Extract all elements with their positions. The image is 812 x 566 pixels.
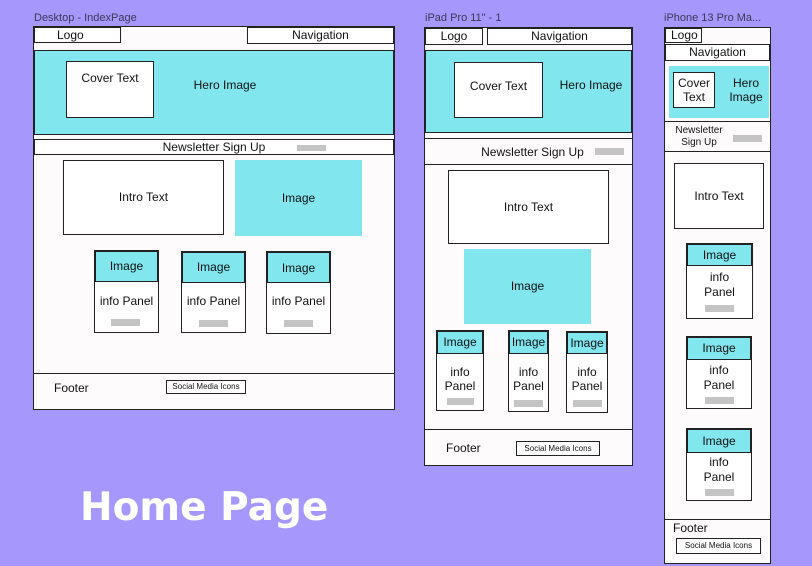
iphone-cover-text-line2: Text — [682, 90, 705, 104]
iphone-newsletter-bottom-border — [665, 151, 770, 152]
desktop-navigation[interactable]: Navigation — [247, 27, 394, 44]
desktop-card-image: Image — [95, 251, 158, 282]
iphone-newsletter-line2: Sign Up — [681, 137, 717, 148]
ipad-card-button[interactable] — [447, 398, 474, 405]
ipad-card-image: Image — [437, 331, 483, 354]
iphone-newsletter-line1: Newsletter — [675, 125, 723, 136]
ipad-logo[interactable]: Logo — [425, 28, 483, 45]
desktop-cover-text: Cover Text — [66, 61, 154, 118]
ipad-newsletter: Newsletter Sign Up — [481, 144, 584, 159]
ipad-card-panel-line1: info — [450, 364, 470, 379]
ipad-footer: Footer — [446, 440, 481, 455]
iphone-card-panel-line1: info — [709, 269, 730, 284]
iphone-hero-image-line1: Hero — [732, 75, 759, 90]
desktop-newsletter-label: Newsletter Sign Up — [162, 139, 266, 154]
ipad-footer-divider — [425, 429, 632, 430]
ipad-card-image: Image — [567, 332, 607, 354]
ipad-hero-image-label: Hero Image — [559, 77, 623, 92]
ipad-newsletter-bottom-border — [425, 164, 632, 165]
iphone-cover-text: Cover Text — [673, 72, 715, 108]
iphone-logo[interactable]: Logo — [665, 28, 702, 43]
desktop-newsletter: Newsletter Sign Up — [34, 139, 394, 155]
iphone-newsletter: Newsletter Sign Up — [670, 125, 728, 149]
iphone-navigation[interactable]: Navigation — [665, 44, 770, 61]
iphone-card-image: Image — [687, 429, 751, 453]
ipad-frame-label[interactable]: iPad Pro 11" - 1 — [425, 12, 502, 24]
desktop-card-panel: info Panel — [99, 293, 154, 308]
iphone-intro-text: Intro Text — [674, 163, 764, 229]
desktop-image: Image — [235, 160, 362, 236]
ipad-card-button[interactable] — [514, 400, 543, 407]
iphone-card-panel-line2: Panel — [704, 284, 735, 299]
iphone-newsletter-top-border — [665, 121, 770, 122]
iphone-footer-divider — [665, 519, 770, 520]
iphone-hero-image-line2: Image — [729, 90, 763, 104]
ipad-card-panel-line2: Panel — [571, 378, 603, 393]
iphone-newsletter-button[interactable] — [733, 135, 762, 142]
iphone-footer: Footer — [673, 521, 708, 536]
page-title: Home Page — [80, 485, 329, 530]
ipad-newsletter-top-border — [425, 138, 632, 139]
desktop-logo[interactable]: Logo — [34, 27, 121, 43]
iphone-cover-text-line1: Cover — [677, 75, 710, 90]
desktop-card-button[interactable] — [111, 319, 140, 326]
iphone-card-panel-line2: Panel — [703, 377, 735, 392]
desktop-card-button[interactable] — [284, 320, 313, 327]
desktop-card-panel: info Panel — [186, 293, 241, 308]
ipad-navigation[interactable]: Navigation — [487, 28, 632, 45]
ipad-card-button[interactable] — [573, 400, 602, 407]
ipad-card-panel-line1: info — [577, 364, 597, 379]
ipad-social-media-icons[interactable]: Social Media Icons — [516, 441, 600, 456]
iphone-hero-image-label: Hero Image — [724, 75, 768, 105]
desktop-card-image: Image — [182, 252, 245, 283]
desktop-frame-label[interactable]: Desktop - IndexPage — [34, 12, 137, 24]
desktop-intro-text: Intro Text — [63, 160, 224, 235]
iphone-card-panel-line1: info — [709, 362, 729, 377]
iphone-card-button[interactable] — [705, 305, 734, 312]
iphone-card-panel-line2: Panel — [703, 469, 735, 484]
desktop-card-panel: info Panel — [271, 293, 326, 308]
ipad-card-panel-line1: info — [518, 364, 539, 379]
desktop-card-button[interactable] — [199, 320, 228, 327]
ipad-card-panel-line2: Panel — [513, 378, 544, 393]
desktop-card-image: Image — [267, 252, 330, 283]
iphone-card-image: Image — [687, 337, 751, 360]
iphone-card-image: Image — [687, 244, 752, 266]
iphone-card-panel-line1: info — [709, 454, 729, 469]
ipad-card-panel-line2: Panel — [444, 378, 476, 393]
iphone-frame-label[interactable]: iPhone 13 Pro Ma... — [664, 12, 762, 24]
ipad-cover-text: Cover Text — [454, 62, 543, 118]
ipad-intro-text: Intro Text — [448, 170, 609, 244]
ipad-image: Image — [464, 249, 591, 324]
iphone-social-media-icons[interactable]: Social Media Icons — [676, 538, 761, 554]
iphone-card-button[interactable] — [705, 489, 734, 496]
ipad-newsletter-button[interactable] — [595, 148, 624, 155]
iphone-card-button[interactable] — [705, 397, 734, 404]
desktop-footer-divider — [34, 373, 394, 374]
desktop-social-media-icons[interactable]: Social Media Icons — [166, 380, 246, 394]
desktop-hero-image-label: Hero Image — [193, 77, 257, 92]
desktop-newsletter-button[interactable] — [297, 145, 326, 151]
ipad-card-image: Image — [509, 331, 548, 354]
desktop-footer: Footer — [54, 380, 89, 395]
